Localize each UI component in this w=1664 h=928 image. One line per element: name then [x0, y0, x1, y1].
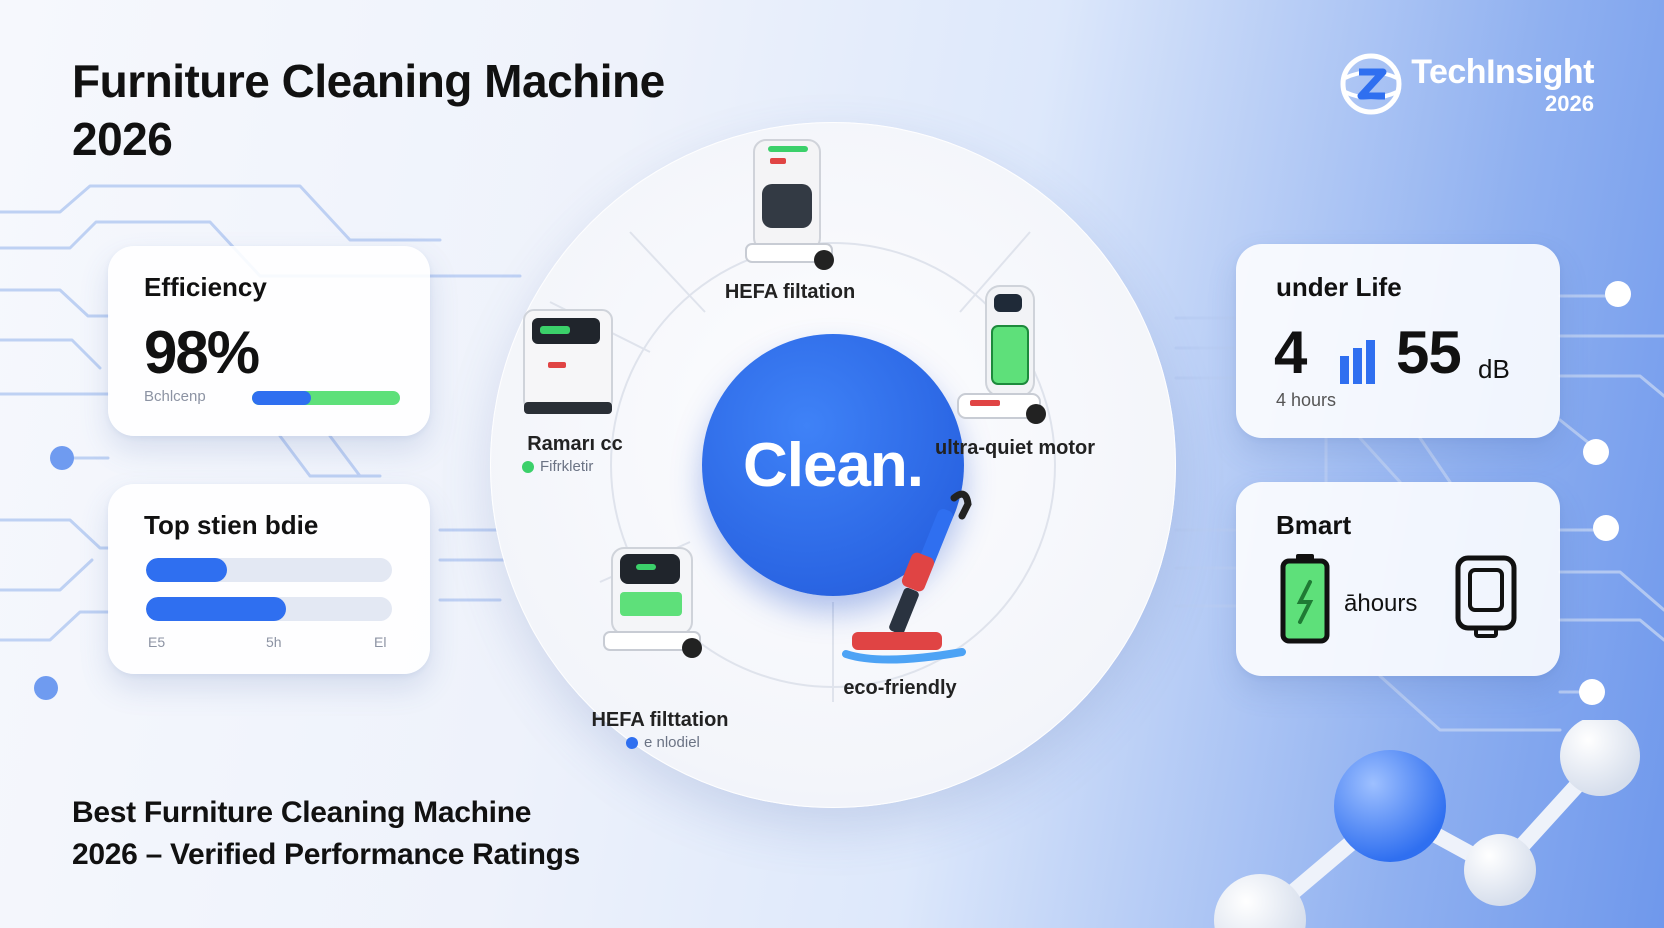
life-value-left: 4: [1274, 319, 1307, 386]
signal-bars-icon: [1340, 340, 1375, 384]
device-sub: Fifrkletir: [522, 458, 593, 475]
page-title-line2: 2026: [72, 113, 173, 165]
air-purifier-robot-icon: [745, 139, 834, 270]
tablet-icon: [1455, 555, 1517, 638]
hub-label: Clean.: [742, 430, 924, 500]
z-globe-logo-icon: [1340, 53, 1402, 115]
device-label: HEFA filtation: [724, 281, 856, 303]
footer-title: Best Furniture Cleaning Machine 2026 – V…: [72, 792, 692, 876]
life-title: under Life: [1276, 272, 1402, 302]
brand-name: TechInsight: [1411, 53, 1594, 91]
floor-robot-icon: [603, 547, 702, 658]
stick-vacuum-icon: [842, 490, 972, 664]
brand-year: 2026: [1545, 91, 1594, 116]
molecule-decoration-icon: [1214, 720, 1640, 928]
efficiency-card: Efficiency 98% Bchlcenp: [108, 246, 430, 436]
efficiency-progress-bar: [252, 391, 400, 405]
footer-title-line1: Best Furniture Cleaning Machine: [72, 796, 532, 829]
device-label: eco-friendly: [843, 677, 957, 699]
device-label: ultra-quiet motor: [935, 437, 1095, 459]
smart-value: āhours: [1344, 590, 1418, 617]
top-rating-tick: 5h: [266, 634, 282, 650]
product-ring: Clean. HEFA filtation Ramarı cc Fifrklet…: [490, 122, 1176, 808]
page-title: Furniture Cleaning Machine 2026: [72, 52, 772, 168]
purifier-box-icon: [523, 309, 613, 414]
smart-title: Bmart: [1276, 510, 1352, 540]
life-unit: dB: [1478, 354, 1510, 384]
top-rating-bar-1: [146, 558, 392, 582]
top-rating-bar-1-fill: [146, 558, 228, 582]
brand-header: TechInsight 2026: [1339, 52, 1594, 116]
upright-cleaner-icon: [957, 285, 1046, 424]
status-dot-icon: [626, 736, 638, 749]
device-sub-text: Fifrkletir: [540, 458, 594, 475]
efficiency-value: 98%: [144, 319, 260, 386]
page-title-line1: Furniture Cleaning Machine: [72, 55, 665, 107]
efficiency-caption: Bchlcenp: [144, 388, 206, 405]
life-caption: 4 hours: [1276, 390, 1337, 410]
life-card: under Life 4 55 dB 4 hours: [1236, 244, 1560, 438]
smart-card: Bmart āhours: [1236, 482, 1560, 676]
top-rating-bar-2-fill: [146, 597, 287, 621]
efficiency-progress-fill: [252, 391, 312, 405]
efficiency-title: Efficiency: [144, 272, 267, 302]
top-rating-card: Top stien bdie E5 5h El: [108, 484, 430, 674]
device-sub-text: e nlodiel: [644, 734, 700, 751]
device-label: HEFA filttation: [591, 709, 729, 731]
top-rating-bar-2: [146, 597, 392, 621]
center-hub: Clean.: [702, 334, 964, 596]
battery-icon: [1280, 554, 1330, 644]
life-value-right: 55: [1396, 319, 1462, 386]
status-dot-icon: [522, 460, 534, 473]
device-label: Ramarı cc: [527, 433, 623, 455]
top-rating-title: Top stien bdie: [144, 510, 319, 540]
top-rating-tick: E5: [148, 634, 166, 650]
top-rating-tick: El: [374, 634, 387, 650]
footer-title-line2: 2026 – Verified Performance Ratings: [72, 838, 581, 871]
device-sub: e nlodiel: [626, 734, 700, 751]
